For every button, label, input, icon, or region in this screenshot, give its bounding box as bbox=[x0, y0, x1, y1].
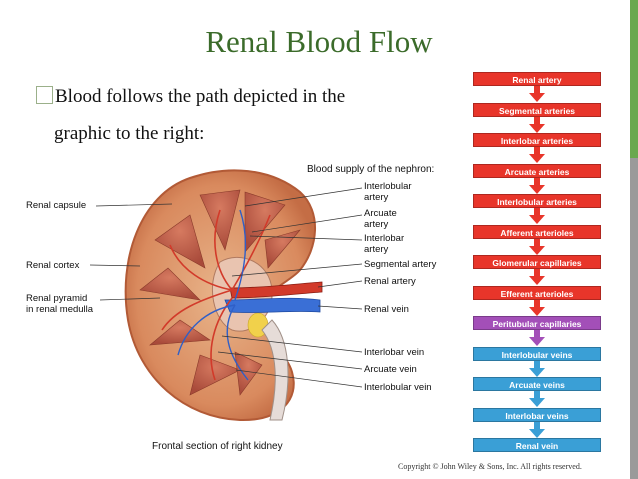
renal-pyramid bbox=[189, 354, 241, 396]
flow-step: Interlobar veins bbox=[473, 407, 601, 422]
page-title: Renal Blood Flow bbox=[205, 24, 433, 59]
bullet-icon bbox=[36, 86, 53, 104]
flow-step: Arcuate veins bbox=[473, 377, 601, 391]
flow-arrow-icon bbox=[529, 367, 545, 377]
flow-arrow-stem bbox=[534, 360, 540, 369]
figure-caption: Frontal section of right kidney bbox=[152, 441, 283, 452]
label-interlobar-vein: Interlobar vein bbox=[364, 347, 425, 358]
flow-arrow-stem bbox=[534, 86, 540, 94]
flow-step: Efferent arterioles bbox=[473, 285, 601, 300]
flow-arrow-stem bbox=[534, 177, 540, 186]
label-interlobar-artery-1: Interlobar bbox=[364, 233, 405, 244]
renal-pyramid bbox=[199, 189, 241, 251]
flow-arrow-icon bbox=[529, 428, 545, 438]
flow-arrow-stem bbox=[534, 391, 540, 399]
label-renal-artery: Renal artery bbox=[364, 276, 416, 287]
label-interlobular-vein: Interlobular vein bbox=[364, 382, 432, 393]
flow-arrow-icon bbox=[529, 337, 545, 346]
flow-arrow-stem bbox=[534, 269, 540, 277]
flow-step: Afferent arterioles bbox=[473, 224, 601, 239]
flow-step: Peritubular capillaries bbox=[473, 316, 601, 330]
renal-vein-vessel bbox=[224, 297, 321, 313]
copyright-notice: Copyright © John Wiley & Sons, Inc. All … bbox=[398, 462, 582, 471]
flow-step: Segmental arteries bbox=[473, 102, 601, 117]
flow-step: Interlobular veins bbox=[473, 346, 601, 361]
flow-arrow-icon bbox=[529, 123, 545, 133]
label-renal-cortex: Renal cortex bbox=[26, 260, 80, 271]
renal-pyramid bbox=[149, 319, 211, 346]
renal-pyramid bbox=[139, 267, 201, 301]
flow-step: Arcuate arteries bbox=[473, 163, 601, 178]
label-interlobular-artery-2: artery bbox=[364, 192, 389, 203]
flow-arrow-stem bbox=[534, 421, 540, 430]
flow-arrow-stem bbox=[534, 147, 540, 155]
label-segmental-artery: Segmental artery bbox=[364, 259, 437, 270]
flow-arrow-icon bbox=[529, 398, 545, 407]
flow-arrow-icon bbox=[529, 93, 545, 102]
label-renal-vein: Renal vein bbox=[364, 304, 409, 315]
flow-arrow-icon bbox=[529, 215, 545, 224]
ureter bbox=[261, 319, 289, 421]
flow-step: Glomerular capillaries bbox=[473, 255, 601, 269]
renal-artery-vessel bbox=[229, 281, 323, 299]
label-arcuate-vein: Arcuate vein bbox=[364, 364, 417, 375]
label-arcuate-artery-2: artery bbox=[364, 219, 389, 230]
label-renal-pyramid-2: in renal medulla bbox=[26, 304, 94, 315]
label-renal-capsule: Renal capsule bbox=[26, 200, 87, 211]
flow-step: Renal artery bbox=[473, 72, 601, 86]
flow-arrow-stem bbox=[534, 330, 540, 338]
renal-pyramid bbox=[234, 351, 263, 396]
label-renal-pyramid-1: Renal pyramid bbox=[26, 293, 88, 304]
label-arcuate-artery-1: Arcuate bbox=[364, 208, 397, 219]
flow-arrow-stem bbox=[534, 208, 540, 216]
flow-step: Renal vein bbox=[473, 438, 601, 452]
side-accent-gray bbox=[630, 158, 638, 479]
flow-arrow-icon bbox=[529, 276, 545, 285]
flow-arrow-stem bbox=[534, 299, 540, 308]
flow-arrow-icon bbox=[529, 245, 545, 255]
renal-pyramid bbox=[154, 214, 206, 269]
renal-pyramid bbox=[264, 229, 301, 269]
figure-heading: Blood supply of the nephron: bbox=[307, 164, 435, 175]
flow-arrow-icon bbox=[529, 154, 545, 163]
flow-arrow-icon bbox=[529, 184, 545, 194]
flow-step: Interlobar arteries bbox=[473, 133, 601, 147]
flow-arrow-stem bbox=[534, 116, 540, 125]
flow-arrow-stem bbox=[534, 238, 540, 247]
flow-step: Interlobular arteries bbox=[473, 194, 601, 208]
bullet-text-line1: Blood follows the path depicted in the bbox=[36, 86, 345, 108]
label-interlobar-artery-2: artery bbox=[364, 244, 389, 255]
bullet-line1-text: Blood follows the path depicted in the bbox=[55, 86, 346, 107]
label-interlobular-artery-1: Interlobular bbox=[364, 181, 412, 192]
side-accent-green bbox=[630, 0, 638, 158]
bullet-text-line2: graphic to the right: bbox=[54, 123, 205, 144]
flow-arrow-icon bbox=[529, 306, 545, 316]
